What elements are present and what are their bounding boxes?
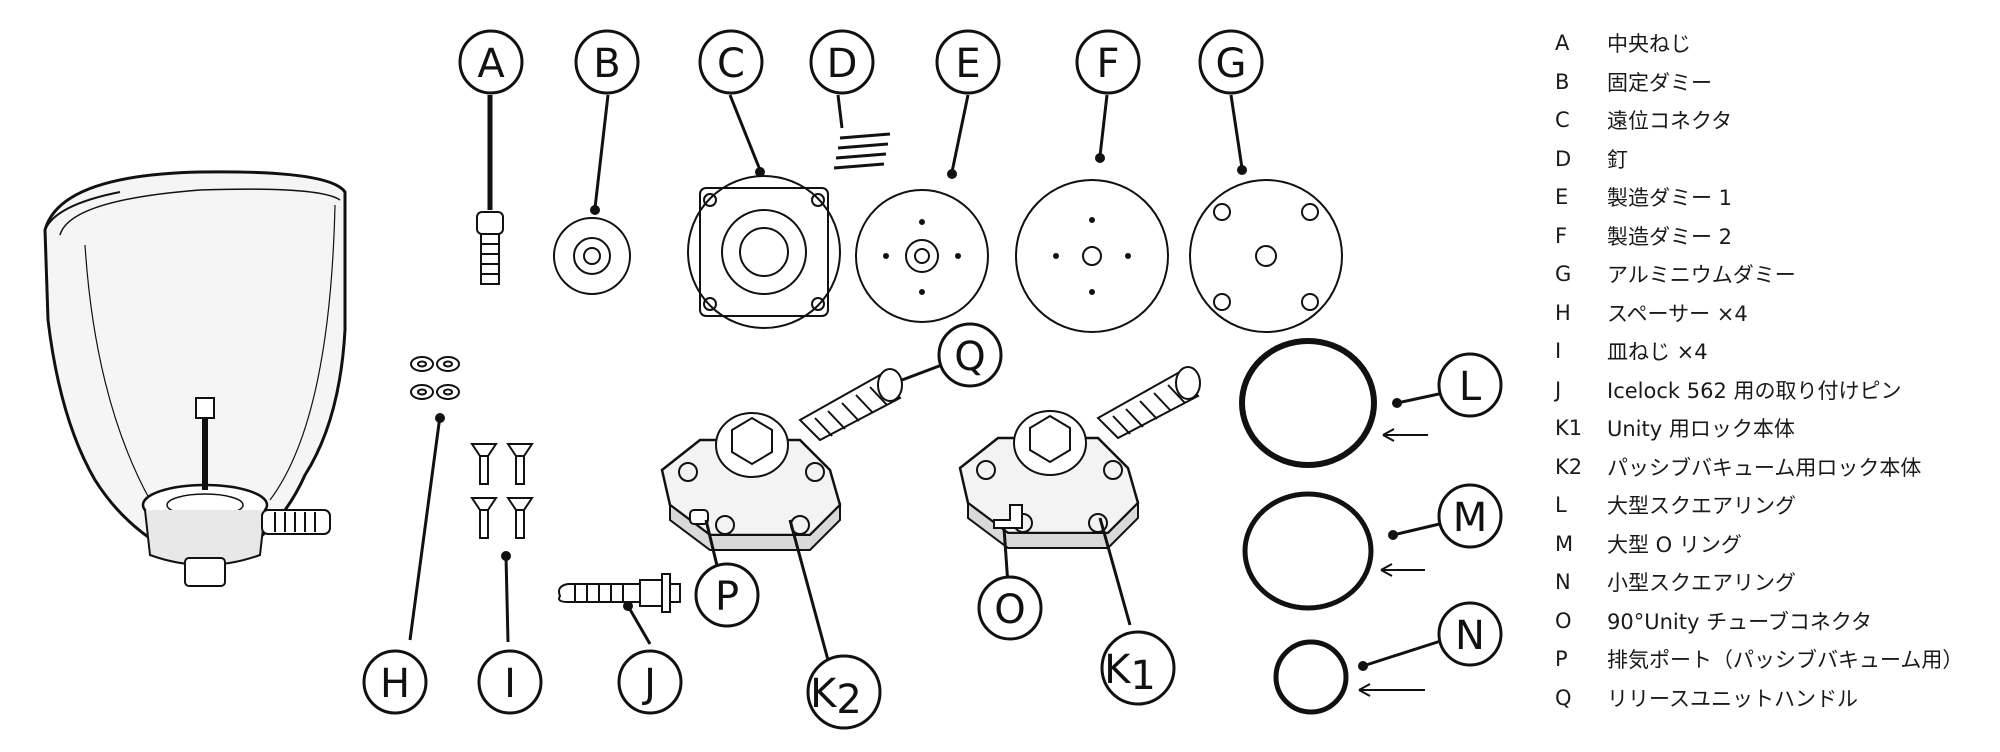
callout-f: F — [1096, 41, 1119, 87]
legend-key: P — [1555, 647, 1568, 672]
callout-q: Q — [954, 334, 985, 380]
part-j-mounting-pin — [558, 573, 681, 645]
part-k2-lock-body-passive-vacuum — [660, 358, 956, 661]
legend-key: B — [1555, 69, 1570, 94]
legend-key: K2 — [1555, 454, 1583, 479]
part-k1-lock-body-unity — [958, 366, 1201, 626]
part-i-countersunk-screws — [470, 443, 534, 643]
callout-c: C — [717, 41, 745, 87]
legend-key: J — [1555, 377, 1562, 402]
part-f-manufacturing-dummy-2 — [1015, 94, 1169, 333]
legend-text: 釘 — [1607, 147, 1628, 172]
legend-text: パッシブバキューム用ロック本体 — [1607, 455, 1922, 480]
legend-key: O — [1555, 608, 1572, 633]
legend-text: Unity 用ロック本体 — [1607, 417, 1795, 442]
legend-row: P 排気ポート（パッシブバキューム用） — [1555, 640, 1995, 679]
part-n-small-square-ring — [1273, 636, 1451, 715]
part-c-distal-connector — [687, 94, 841, 329]
legend-key: F — [1555, 223, 1568, 248]
legend-text: Icelock 562 用の取り付けピン — [1607, 378, 1902, 403]
part-a-center-screw — [476, 95, 504, 285]
legend-text: アルミニウムダミー — [1607, 263, 1796, 288]
legend-text: 中央ねじ — [1607, 32, 1691, 57]
legend-row: G アルミニウムダミー — [1555, 255, 1995, 294]
legend-row: O 90°Unity チューブコネクタ — [1555, 602, 1995, 641]
callout-l: L — [1459, 364, 1482, 410]
callout-a: A — [477, 41, 505, 87]
callout-k1: K1 — [1104, 647, 1156, 699]
legend-row: K1 Unity 用ロック本体 — [1555, 409, 1995, 448]
legend-row: E 製造ダミー 1 — [1555, 178, 1995, 217]
callout-b: B — [593, 41, 620, 87]
legend-key: I — [1555, 339, 1562, 364]
callout-m: M — [1453, 495, 1488, 541]
legend-key: A — [1555, 31, 1570, 56]
legend-text: 製造ダミー 2 — [1607, 224, 1733, 249]
legend-row: H スペーサー ×4 — [1555, 294, 1995, 333]
callout-j: J — [641, 661, 656, 707]
legend-text: 遠位コネクタ — [1607, 109, 1733, 134]
callout-h: H — [380, 661, 410, 707]
legend-row: K2 パッシブバキューム用ロック本体 — [1555, 448, 1995, 487]
legend-key: M — [1555, 531, 1574, 556]
part-d-nails — [833, 94, 891, 170]
legend-text: 排気ポート（パッシブバキューム用） — [1607, 648, 1964, 673]
part-l-large-square-ring — [1239, 338, 1449, 468]
legend-key: D — [1555, 146, 1572, 171]
legend-row: N 小型スクエアリング — [1555, 563, 1995, 602]
legend-row: L 大型スクエアリング — [1555, 486, 1995, 525]
legend-text: 大型スクエアリング — [1607, 494, 1796, 519]
callout-p: P — [715, 574, 739, 620]
legend-key: E — [1555, 185, 1569, 210]
callout-n: N — [1455, 613, 1485, 659]
legend-text: リリースユニットハンドル — [1607, 686, 1858, 711]
callout-g: G — [1216, 41, 1247, 87]
legend-text: 大型 O リング — [1607, 532, 1742, 557]
legend-key: H — [1555, 300, 1571, 325]
legend-key: Q — [1555, 685, 1572, 710]
callout-i: I — [504, 661, 516, 707]
legend-row: F 製造ダミー 2 — [1555, 217, 1995, 256]
legend-key: K1 — [1555, 416, 1583, 441]
legend-row: J Icelock 562 用の取り付けピン — [1555, 371, 1995, 410]
legend-row: B 固定ダミー — [1555, 63, 1995, 102]
legend-row: C 遠位コネクタ — [1555, 101, 1995, 140]
part-m-large-o-ring — [1242, 491, 1449, 611]
legend-key: N — [1555, 570, 1571, 595]
callout-e: E — [955, 41, 980, 87]
part-b-fixing-dummy — [553, 94, 631, 295]
legend-text: 90°Unity チューブコネクタ — [1607, 609, 1872, 634]
legend-row: I 皿ねじ ×4 — [1555, 332, 1995, 371]
part-e-manufacturing-dummy-1 — [855, 94, 989, 323]
legend-text: 皿ねじ ×4 — [1607, 340, 1708, 365]
legend-row: M 大型 O リング — [1555, 525, 1995, 564]
callout-o: O — [994, 587, 1025, 633]
socket-valve-handle — [261, 509, 331, 535]
legend-row: Q リリースユニットハンドル — [1555, 679, 1995, 718]
legend-text: 製造ダミー 1 — [1607, 186, 1733, 211]
callout-d: D — [827, 41, 858, 87]
prosthetic-socket — [43, 170, 347, 587]
legend-text: 固定ダミー — [1607, 70, 1712, 95]
legend-key: G — [1555, 262, 1572, 287]
legend-text: 小型スクエアリング — [1607, 571, 1796, 596]
legend-row: A 中央ねじ — [1555, 24, 1995, 63]
callout-k2: K2 — [810, 671, 862, 723]
part-h-spacers — [408, 356, 460, 641]
part-g-aluminium-dummy — [1189, 94, 1343, 333]
legend-text: スペーサー ×4 — [1607, 301, 1748, 326]
legend-key: L — [1555, 493, 1567, 518]
legend-key: C — [1555, 108, 1570, 133]
